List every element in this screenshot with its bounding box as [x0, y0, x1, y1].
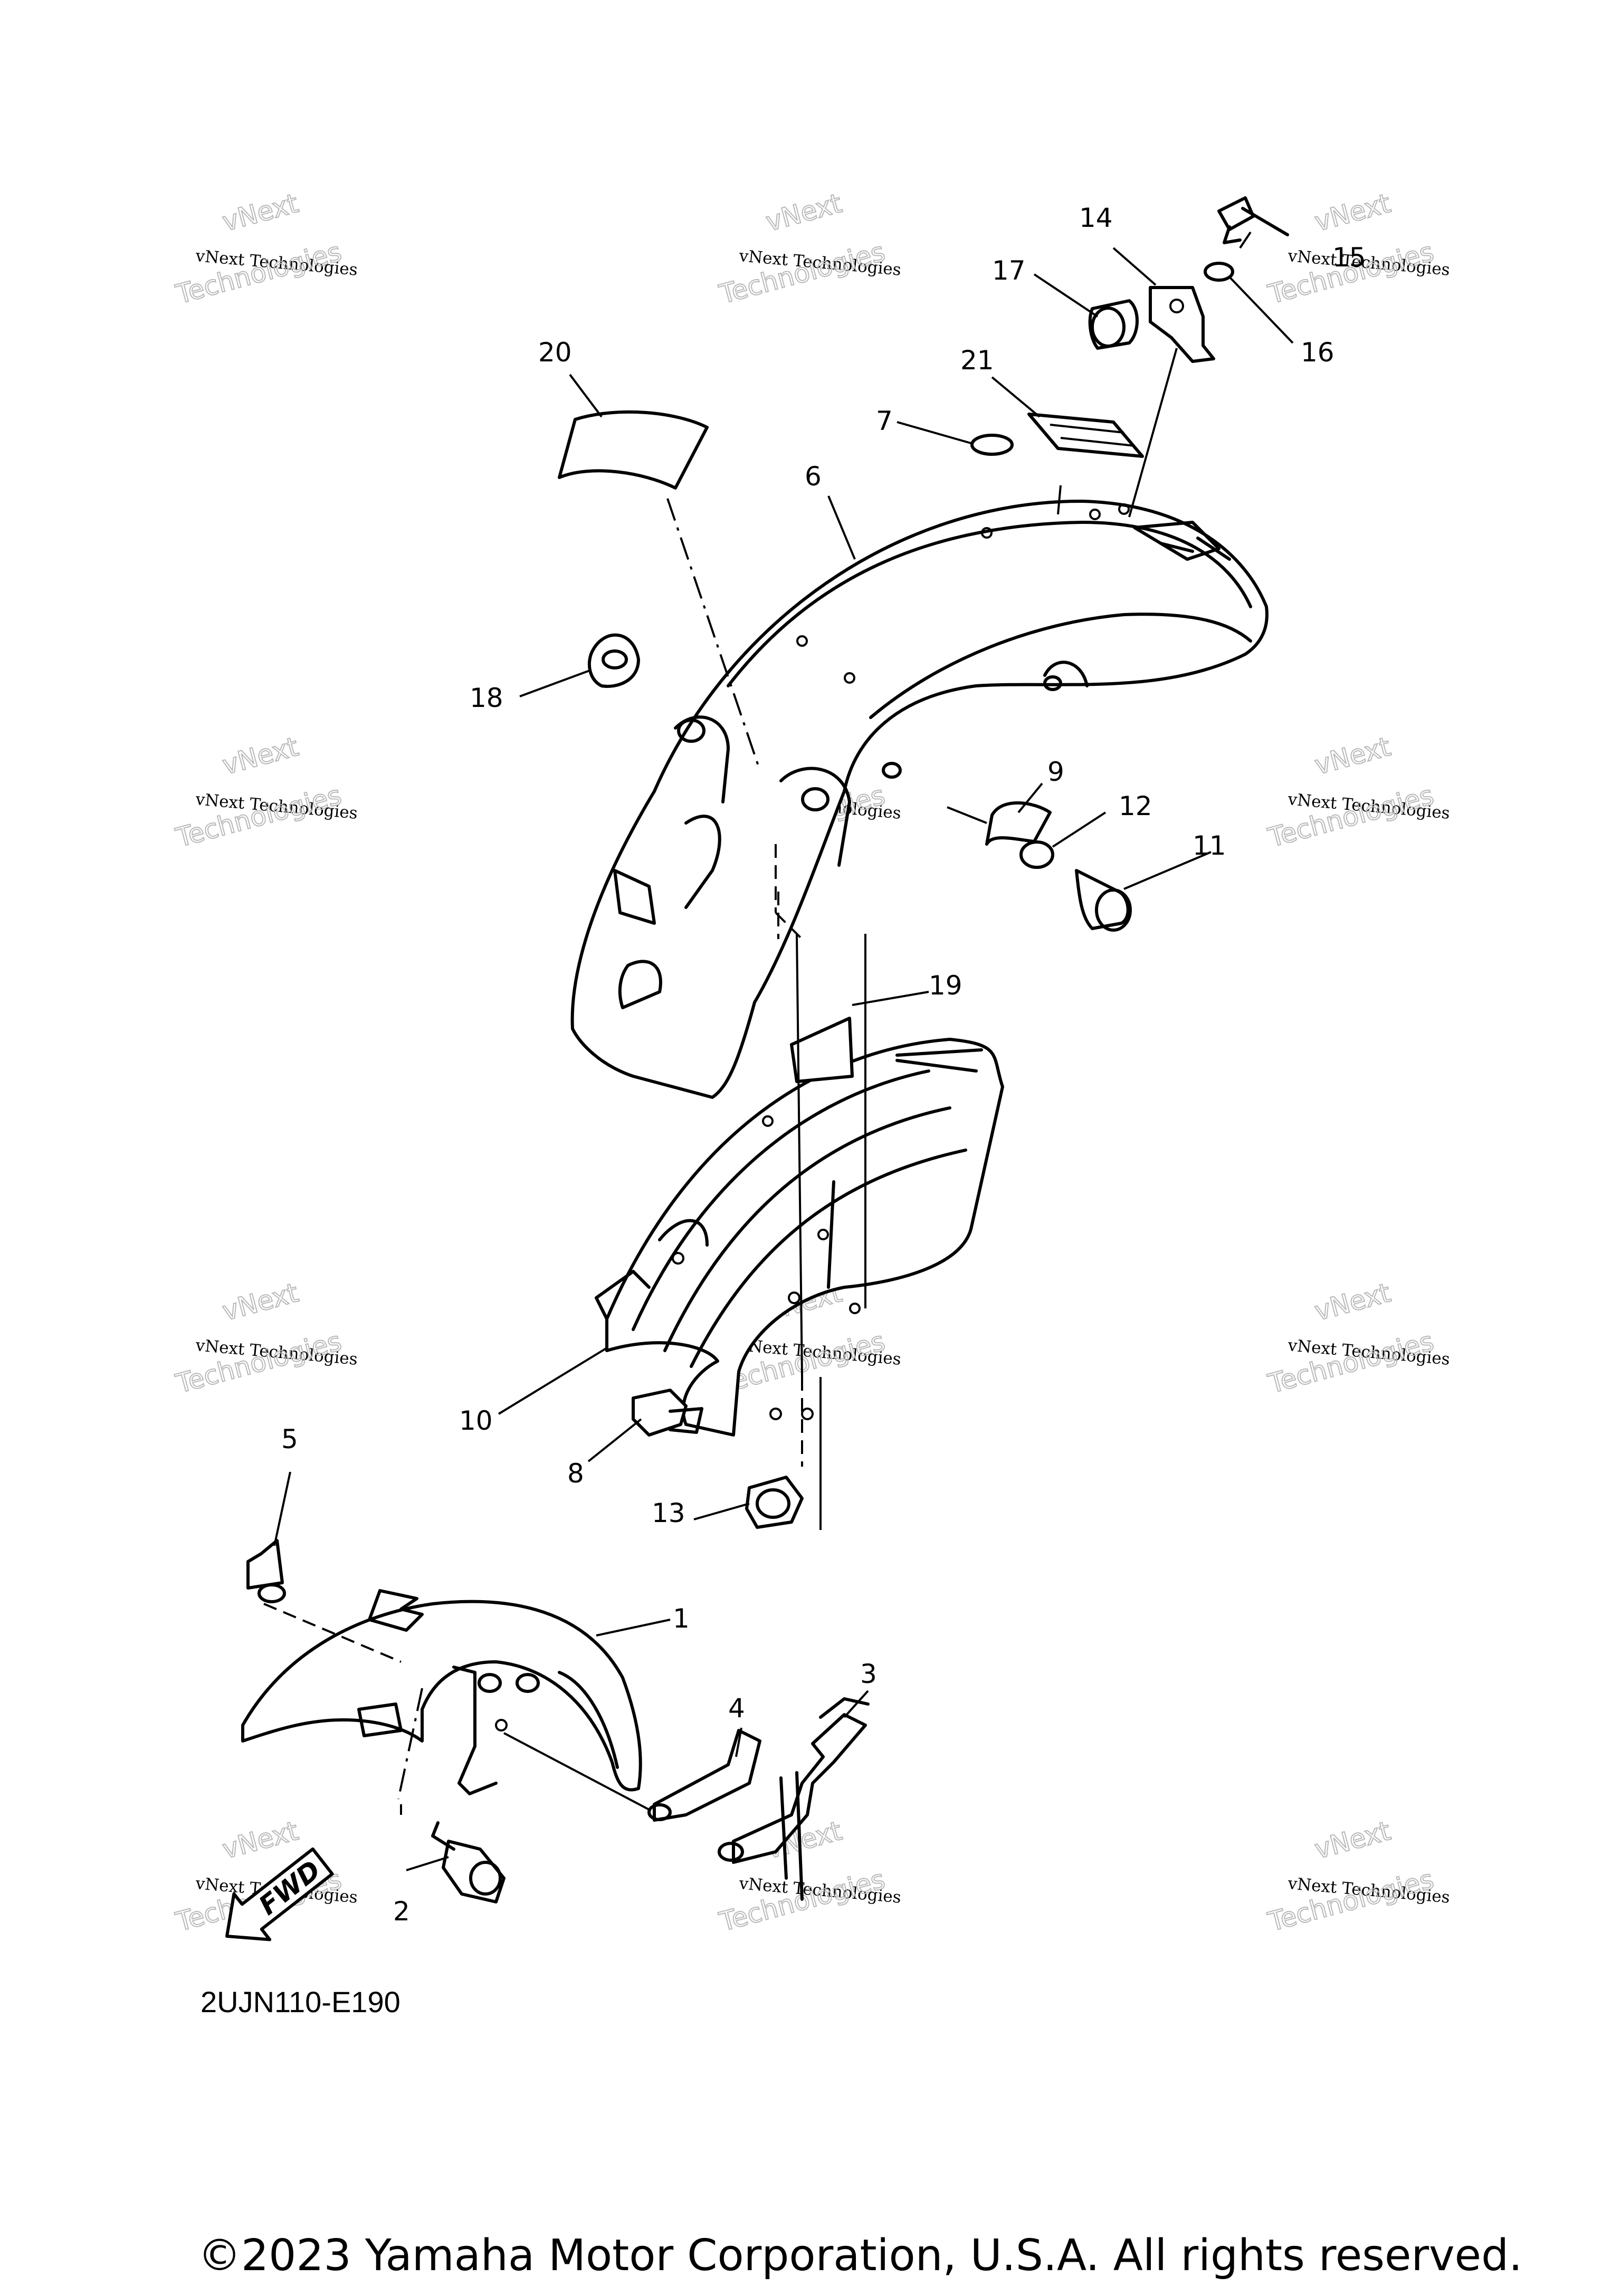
callout-17: 17: [992, 255, 1026, 286]
callout-20: 20: [538, 337, 572, 368]
callout-5: 5: [281, 1424, 298, 1455]
svg-text:vNext: vNext: [1311, 731, 1394, 781]
watermark: vNext Technologies vNext Technologies: [172, 1277, 358, 1400]
callout-4: 4: [728, 1693, 745, 1724]
callout-1: 1: [673, 1603, 690, 1634]
diagram-code: 2UJN110-E190: [201, 1985, 401, 2018]
rear-fender: [570, 500, 1269, 1099]
callout-16: 16: [1301, 337, 1334, 368]
bolt-part-11: [1075, 869, 1130, 930]
callout-7: 7: [876, 406, 893, 436]
callout-9: 9: [1047, 757, 1064, 787]
screw-part-15: [1217, 196, 1255, 231]
svg-text:vNext: vNext: [1311, 188, 1394, 237]
watermark: vNext Technologies vNext Technologies: [716, 1815, 902, 1938]
callout-12: 12: [1119, 791, 1152, 821]
bracket-part-14: [1149, 286, 1215, 363]
callout-8: 8: [567, 1458, 584, 1489]
svg-text:vNext: vNext: [762, 188, 845, 237]
leader-lines: [273, 231, 1294, 1871]
watermark: vNext Technologies vNext Technologies: [1264, 1277, 1451, 1400]
grommet-part-18: [587, 633, 640, 688]
callout-10: 10: [459, 1405, 493, 1436]
sticker-part-20: [558, 410, 709, 490]
cable-guide-part-3: [732, 1713, 867, 1864]
callout-2: 2: [393, 1896, 410, 1927]
callout-21: 21: [960, 345, 994, 376]
callout-18: 18: [470, 683, 503, 713]
bolt-part-8: [632, 1389, 688, 1437]
washer-part-16: [1204, 262, 1234, 282]
callout-6: 6: [805, 461, 822, 492]
watermark: vNext Technologies vNext Technologies: [1264, 1815, 1451, 1938]
callout-15: 15: [1332, 242, 1366, 273]
callout-14: 14: [1079, 203, 1113, 233]
svg-text:vNext: vNext: [1311, 1815, 1394, 1865]
svg-text:vNext: vNext: [219, 1277, 301, 1327]
clip-part-5: [246, 1539, 284, 1590]
svg-text:vNext: vNext: [219, 1815, 301, 1865]
watermark: vNext Technologies vNext Technologies: [716, 187, 902, 310]
emblem-part-21: [1027, 413, 1144, 458]
svg-text:vNext: vNext: [1311, 1277, 1394, 1327]
callout-labels: 1 2 3 4 5 6 7 8 9 10 11 12 13 14 15 16 1…: [281, 203, 1366, 1927]
clip-part-9: [985, 801, 1052, 846]
svg-text:vNext: vNext: [219, 188, 301, 237]
callout-13: 13: [652, 1498, 685, 1528]
small-parts: [246, 196, 1289, 1903]
front-fender: [241, 1589, 642, 1795]
bracket-part-4: [653, 1729, 761, 1822]
svg-text:vNext: vNext: [219, 731, 301, 781]
guide-lines: [263, 348, 1178, 1815]
fwd-arrow-icon: [225, 1847, 334, 1941]
watermark: vNext Technologies vNext Technologies: [172, 731, 358, 854]
copyright-notice: ©2023 Yamaha Motor Corporation, U.S.A. A…: [198, 2231, 1523, 2281]
cap-nut-part-17: [1088, 299, 1139, 350]
washer-part-7: [970, 434, 1014, 456]
callout-19: 19: [929, 970, 962, 1001]
watermark: vNext Technologies vNext Technologies: [172, 187, 358, 310]
washer-part-12: [1019, 840, 1054, 869]
nut-part-13: [745, 1476, 804, 1529]
callout-11: 11: [1193, 830, 1226, 861]
callout-3: 3: [860, 1659, 877, 1689]
watermark: vNext Technologies vNext Technologies: [1264, 731, 1451, 854]
pad-part-19: [790, 1017, 854, 1083]
